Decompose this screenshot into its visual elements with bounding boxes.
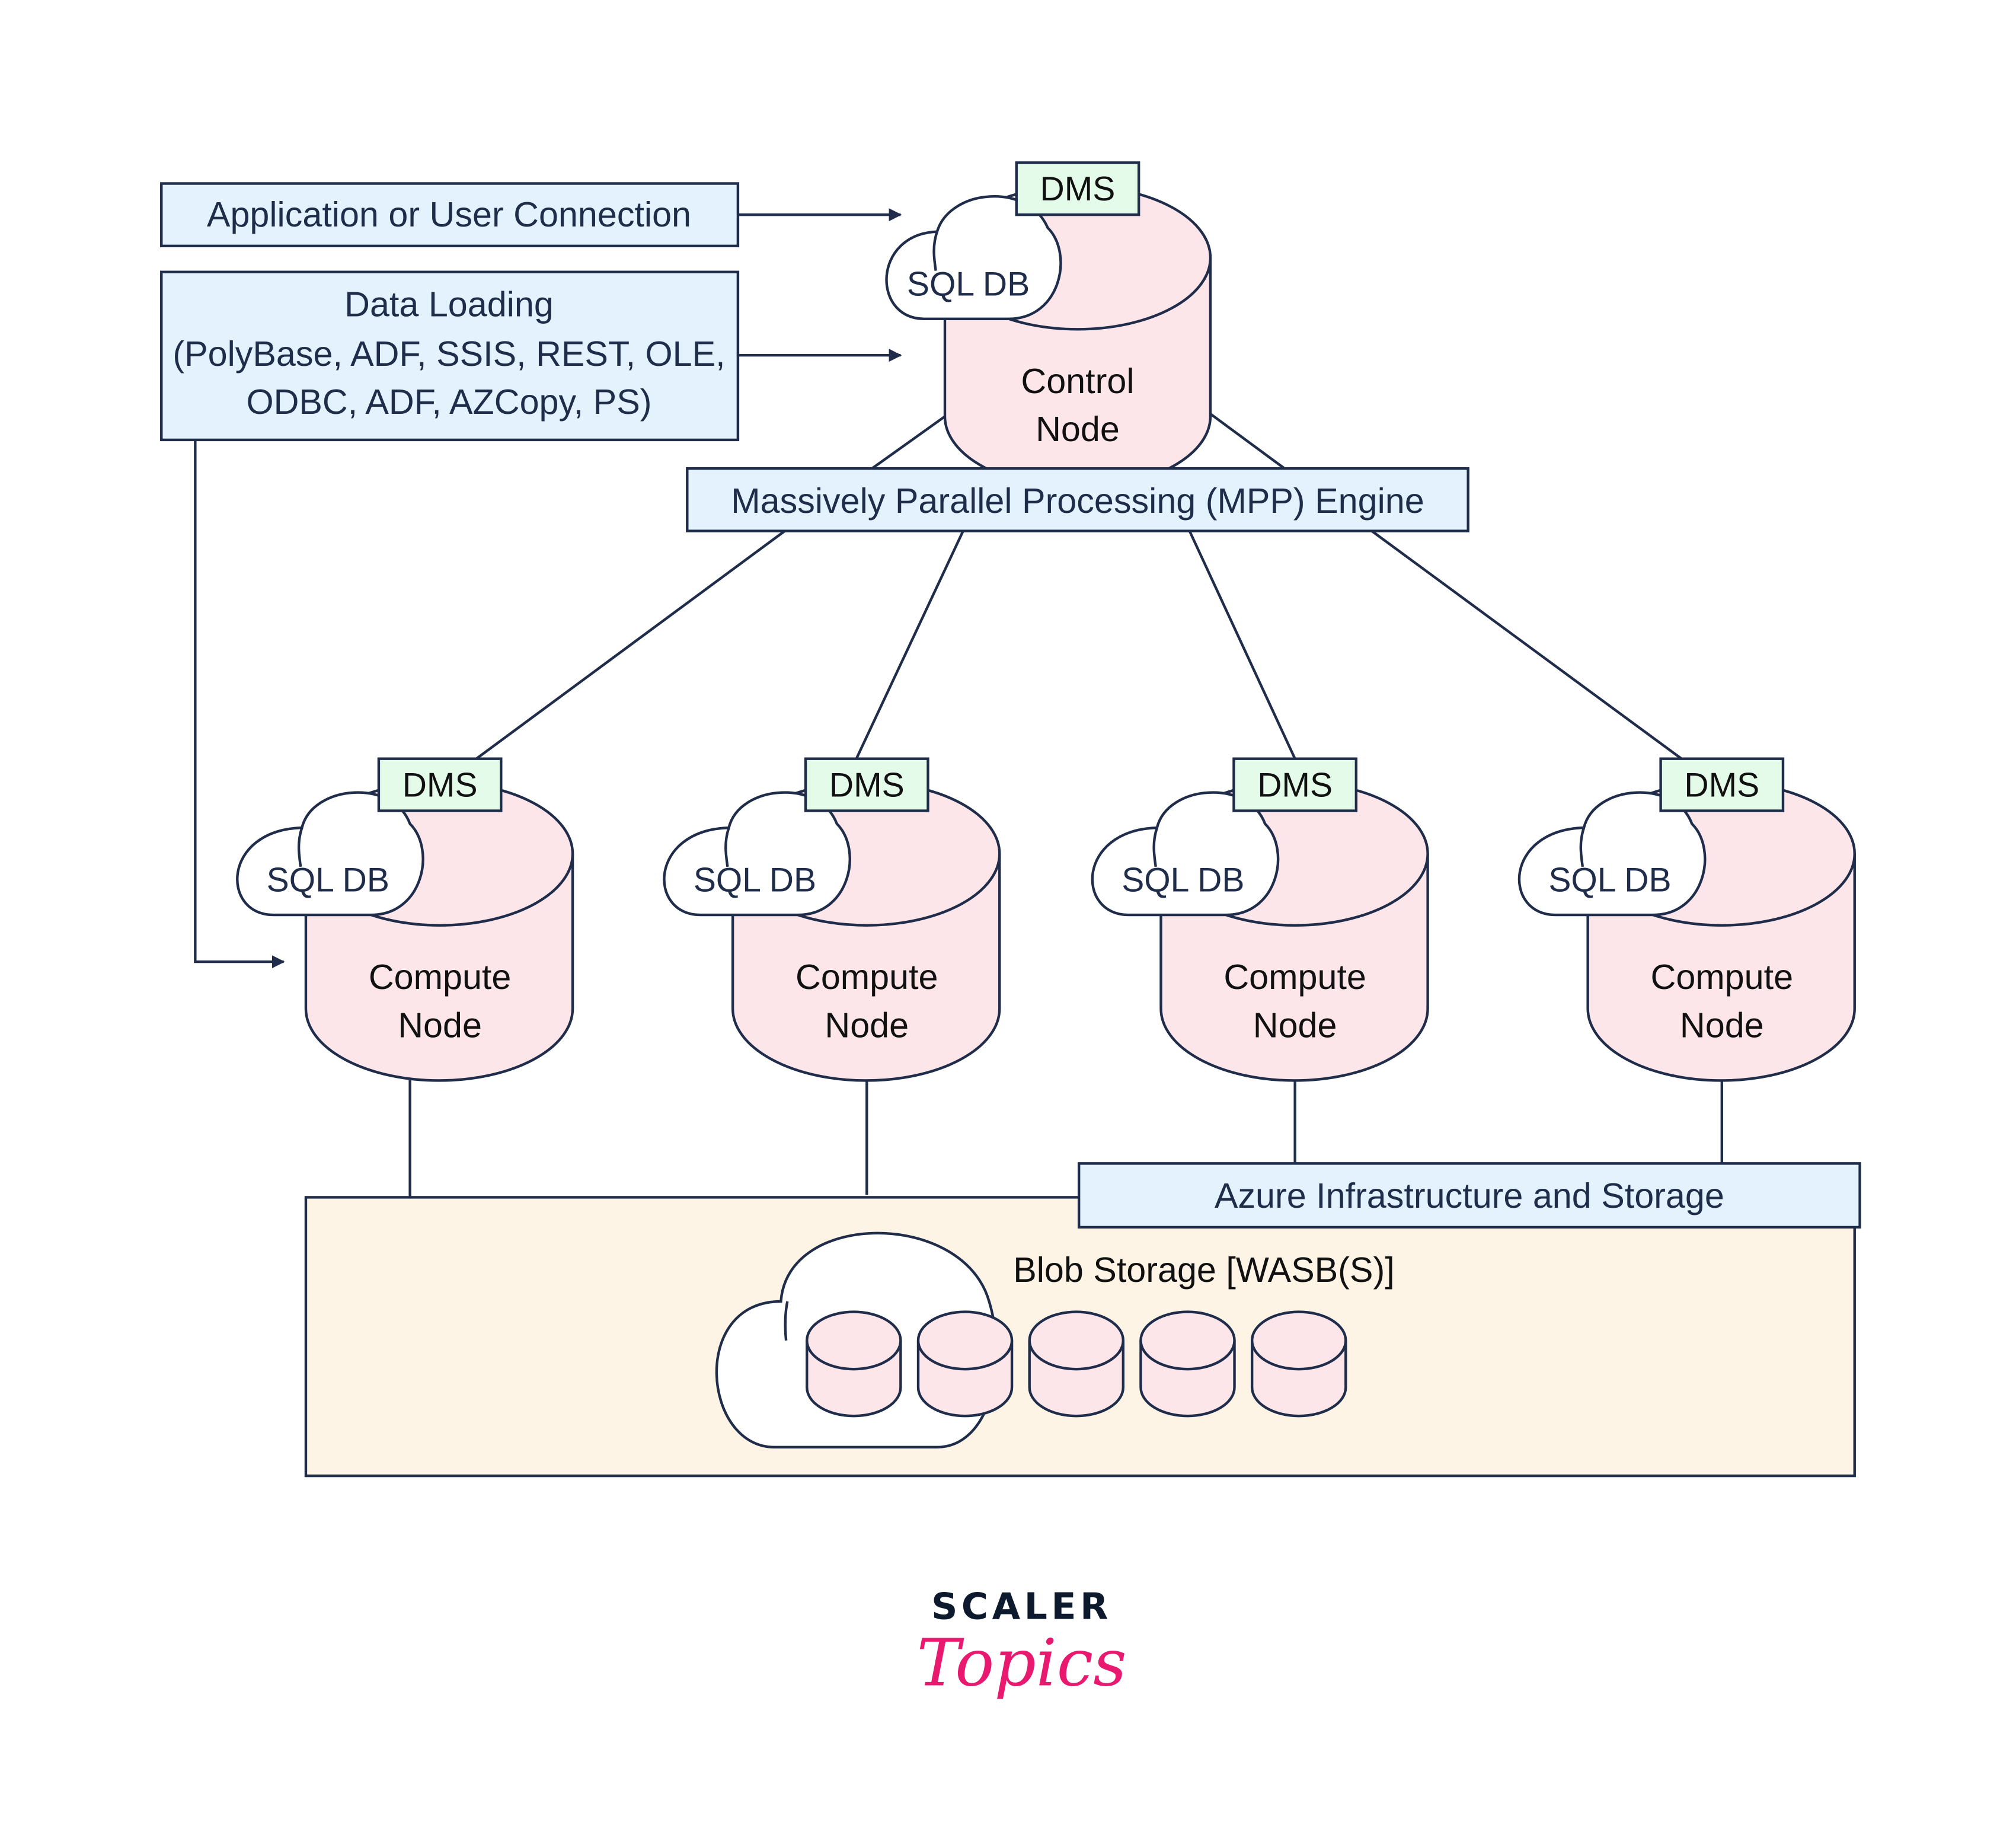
control-node-label-1: Control [1021, 361, 1134, 401]
blob-storage-container: Blob Storage [WASB(S)] [304, 1196, 1856, 1478]
compute-dms-box [804, 757, 929, 812]
connector-mpp-compute-2 [855, 530, 964, 760]
azure-infra-box: Azure Infrastructure and Storage [1077, 1162, 1861, 1229]
sql-db-cloud-icon [663, 791, 851, 917]
compute-dms-box [377, 757, 503, 812]
storage-disk-icon [1250, 1310, 1347, 1418]
logo-topics-text: Topics [917, 1625, 1127, 1701]
compute-node-label-2: Node [825, 1005, 909, 1045]
data-loading-box: Data Loading (PolyBase, ADF, SSIS, REST,… [160, 270, 740, 442]
compute-sql-db-label: SQL DB [694, 861, 816, 899]
connector-lines [194, 208, 1723, 1198]
control-dms-box [1015, 161, 1140, 216]
compute-node-label-1: Compute [1651, 957, 1794, 997]
disk-top [1250, 1310, 1347, 1371]
compute-dms-box [1232, 757, 1358, 812]
compute-node-label-1: Compute [795, 957, 938, 997]
compute-dms-box [1659, 757, 1785, 812]
compute-node-label-2: Node [398, 1005, 482, 1045]
compute-sql-db-label: SQL DB [1122, 861, 1244, 899]
sql-db-cloud-icon [1091, 791, 1280, 917]
disk-top [806, 1310, 902, 1371]
connector-control-left [871, 415, 946, 470]
arrow-loading-to-compute [194, 439, 285, 969]
disk-top [1028, 1310, 1125, 1371]
connector-mpp-compute-1 [475, 529, 786, 760]
compute-node-label-1: Compute [369, 957, 512, 997]
control-node-label-2: Node [1036, 409, 1120, 449]
compute-dms-label: DMS [402, 766, 478, 804]
compute-dms-label: DMS [1684, 766, 1759, 804]
storage-disk-icon [916, 1310, 1014, 1418]
cloud-detail [1152, 827, 1158, 867]
connector-mpp-compute-3 [1188, 530, 1296, 760]
app-connection-box: Application or User Connection [160, 182, 740, 248]
sql-db-cloud-icon [1517, 791, 1707, 917]
storage-disk-icon [1028, 1310, 1125, 1418]
data-loading-tools-line1: (PolyBase, ADF, SSIS, REST, OLE, [172, 334, 725, 374]
blob-storage-label: Blob Storage [WASB(S)] [1013, 1250, 1394, 1290]
blob-disks [806, 1310, 1347, 1418]
storage-disk-icon [1139, 1310, 1236, 1418]
compute-node-label-2: Node [1253, 1005, 1337, 1045]
disk-top [1139, 1310, 1236, 1371]
control-node: SQL DB DMS Control Node [885, 161, 1212, 490]
logo-scaler-text: SCALER [931, 1586, 1112, 1628]
mpp-engine-box: Massively Parallel Processing (MPP) Engi… [686, 467, 1469, 532]
connector-mpp-compute-4 [1370, 529, 1683, 760]
sql-db-cloud-icon [885, 195, 1062, 320]
sql-db-cloud-icon [236, 791, 424, 917]
control-dms-label: DMS [1040, 170, 1116, 208]
scaler-topics-logo: SCALER Topics [917, 1586, 1127, 1701]
compute-node-label-2: Node [1680, 1005, 1764, 1045]
azure-infra-label: Azure Infrastructure and Storage [1215, 1176, 1724, 1215]
storage-disk-icon [806, 1310, 902, 1418]
compute-sql-db-label: SQL DB [1548, 861, 1671, 899]
app-connection-label: Application or User Connection [207, 194, 691, 234]
cloud-detail [297, 827, 303, 867]
compute-dms-label: DMS [1257, 766, 1333, 804]
mpp-engine-label: Massively Parallel Processing (MPP) Engi… [731, 481, 1424, 521]
cloud-detail [724, 827, 730, 867]
data-loading-tools-line2: ODBC, ADF, AZCopy, PS) [246, 382, 651, 422]
control-sql-db-label: SQL DB [907, 265, 1030, 303]
compute-node-label-1: Compute [1223, 957, 1366, 997]
cloud-detail [1579, 827, 1586, 867]
disk-top [916, 1310, 1014, 1371]
compute-sql-db-label: SQL DB [267, 861, 389, 899]
connector-control-right [1209, 413, 1286, 470]
data-loading-title: Data Loading [344, 284, 554, 324]
compute-dms-label: DMS [829, 766, 905, 804]
